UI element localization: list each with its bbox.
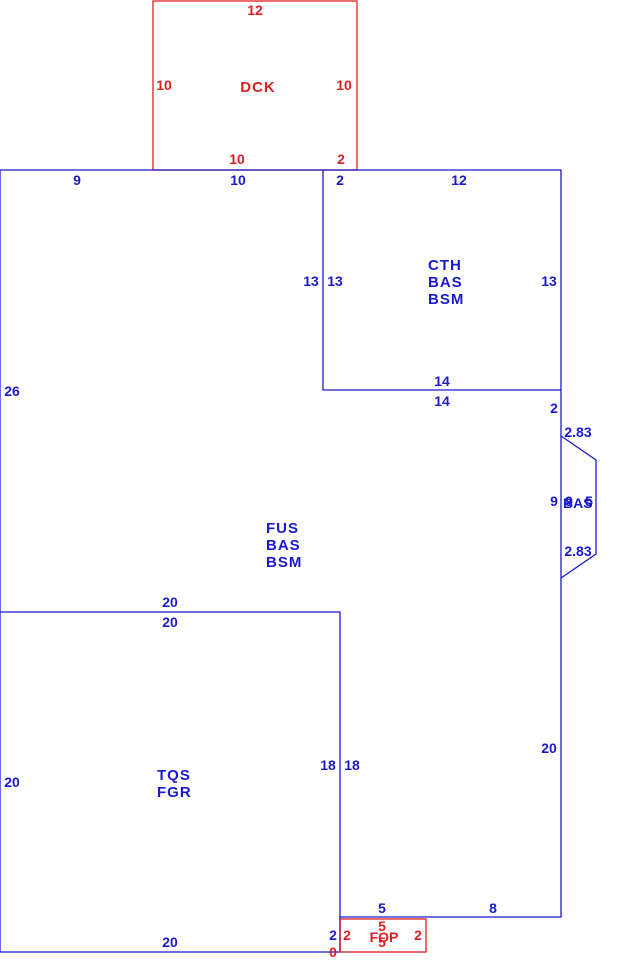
bay-code: BAS bbox=[563, 495, 593, 511]
garage-dim-right: 18 bbox=[320, 757, 336, 773]
bay-dim-bottom-diag: 2.83 bbox=[564, 543, 591, 559]
garage-dim-right-outer: 18 bbox=[344, 757, 360, 773]
deck-dim-left: 10 bbox=[156, 77, 172, 93]
cath-dim-bottom: 14 bbox=[434, 373, 450, 389]
garage-outline bbox=[0, 611, 341, 952]
cath-code-2: BAS bbox=[428, 274, 463, 291]
cath-dim-left: 13 bbox=[327, 273, 343, 289]
main-code-1: FUS bbox=[266, 520, 299, 537]
garage-dim-left: 20 bbox=[4, 774, 20, 790]
porch-dim-bottom: 5 bbox=[378, 934, 386, 950]
porch-outline bbox=[339, 918, 427, 953]
cath-dim-right: 13 bbox=[541, 273, 557, 289]
cath-code-3: BSM bbox=[428, 291, 464, 308]
main-dim-right-20: 20 bbox=[541, 740, 557, 756]
main-code-3: BSM bbox=[266, 554, 302, 571]
deck-dim-top: 12 bbox=[247, 2, 263, 18]
bay-dim-left: 9 bbox=[550, 493, 558, 509]
main-dim-left: 26 bbox=[4, 383, 20, 399]
main-dim-top-mid: 10 bbox=[230, 172, 246, 188]
garage-code-2: FGR bbox=[157, 784, 192, 801]
porch-code: FOP bbox=[370, 929, 399, 945]
garage-dim-corner-0: 0 bbox=[329, 944, 337, 960]
garage-dim-top-outer: 20 bbox=[162, 614, 178, 630]
porch-dim-left: 2 bbox=[343, 927, 351, 943]
bay-window-outline bbox=[560, 435, 597, 579]
deck-dim-bottom: 10 bbox=[229, 151, 245, 167]
garage-dim-corner-2: 2 bbox=[329, 927, 337, 943]
bay-dim-right-a: 9 bbox=[565, 493, 573, 509]
deck-dim-right: 10 bbox=[336, 77, 352, 93]
main-dim-bottom-20: 20 bbox=[162, 594, 178, 610]
bay-dim-top-diag: 2.83 bbox=[564, 424, 591, 440]
main-dim-top-right-a: 2 bbox=[336, 172, 344, 188]
main-dim-top-left: 9 bbox=[73, 172, 81, 188]
main-dim-bottom-5: 5 bbox=[378, 900, 386, 916]
main-dim-bottom-8: 8 bbox=[489, 900, 497, 916]
cath-dim-bottom-outer: 14 bbox=[434, 393, 450, 409]
main-dim-top-right-b: 12 bbox=[451, 172, 467, 188]
deck-dim-bottom-right: 2 bbox=[337, 151, 345, 167]
porch-dim-right: 2 bbox=[414, 927, 422, 943]
main-dim-inner-13: 13 bbox=[303, 273, 319, 289]
cath-code-1: CTH bbox=[428, 257, 462, 274]
deck-code: DCK bbox=[240, 79, 276, 96]
main-dim-right-2: 2 bbox=[550, 400, 558, 416]
bay-dim-right-b: 5 bbox=[585, 493, 593, 509]
porch-dim-top: 5 bbox=[378, 918, 386, 934]
garage-code-1: TQS bbox=[157, 767, 191, 784]
main-code-2: BAS bbox=[266, 537, 301, 554]
garage-dim-bottom: 20 bbox=[162, 934, 178, 950]
cathedral-outline bbox=[322, 170, 561, 391]
